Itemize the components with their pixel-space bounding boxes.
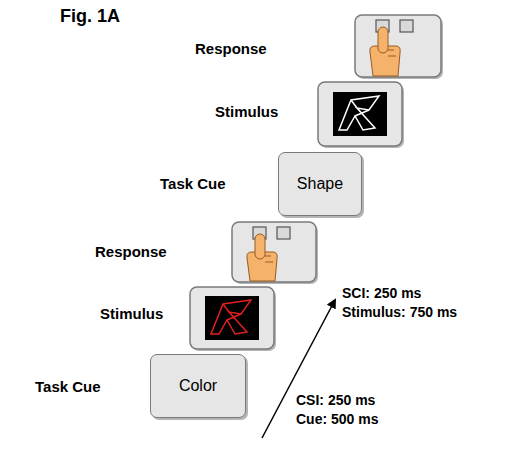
figure-label: Fig. 1A <box>60 6 120 28</box>
stimulus-screen <box>190 287 276 351</box>
step-label: Task Cue <box>160 175 226 193</box>
timing-label: Cue: 500 ms <box>296 411 378 428</box>
cue-word: Shape <box>297 175 343 193</box>
step-label: Stimulus <box>100 305 163 323</box>
cue-word: Color <box>179 377 217 395</box>
step-label: Response <box>95 243 167 261</box>
step-label: Task Cue <box>35 378 101 396</box>
cue-screen: Shape <box>278 152 362 216</box>
stimulus-screen <box>318 82 404 148</box>
timing-label: Stimulus: 750 ms <box>342 304 457 321</box>
timing-label: SCI: 250 ms <box>342 285 421 302</box>
response-screen <box>232 222 318 284</box>
step-label: Stimulus <box>215 103 278 121</box>
step-label: Response <box>195 40 267 58</box>
response-screen <box>355 15 443 79</box>
timing-label: CSI: 250 ms <box>296 392 375 409</box>
cue-screen: Color <box>150 354 246 418</box>
